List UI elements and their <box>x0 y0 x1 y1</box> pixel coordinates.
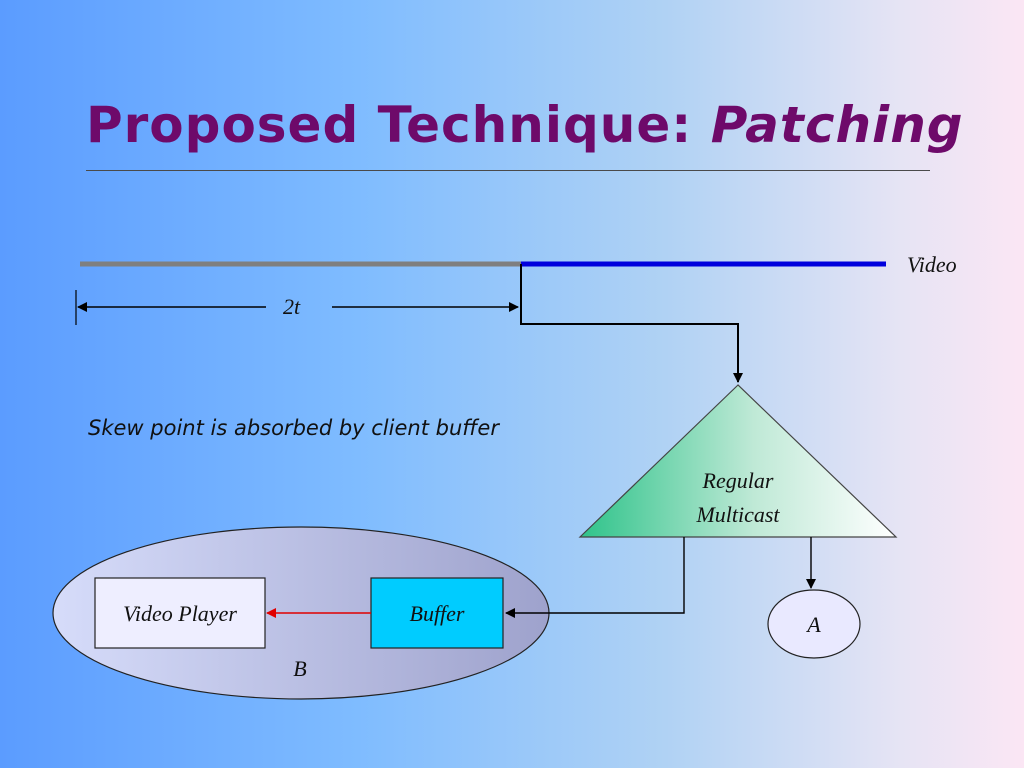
regular-multicast-triangle <box>578 384 898 538</box>
video-player-label: Video Player <box>123 601 237 626</box>
buffer-box <box>370 577 504 649</box>
slide-title: Proposed Technique: Patching <box>86 96 964 154</box>
title-emphasis: Patching <box>710 96 964 154</box>
client-a-label: A <box>805 612 821 637</box>
title-main: Proposed Technique: <box>86 96 693 154</box>
client-b-label: B <box>293 656 306 681</box>
video-label: Video <box>907 252 957 277</box>
buffer-label: Buffer <box>410 601 465 626</box>
skew-connector <box>520 264 743 383</box>
client-a-node <box>767 589 861 659</box>
title-rule <box>86 170 930 171</box>
interval-label: 2t <box>283 294 301 319</box>
multicast-label-line2: Multicast <box>695 502 780 527</box>
caption-text: Skew point is absorbed by client buffer <box>88 416 499 440</box>
multicast-label-line1: Regular <box>702 468 774 493</box>
video-player-box <box>94 577 266 649</box>
multicast-to-buffer-arrow <box>505 537 685 618</box>
